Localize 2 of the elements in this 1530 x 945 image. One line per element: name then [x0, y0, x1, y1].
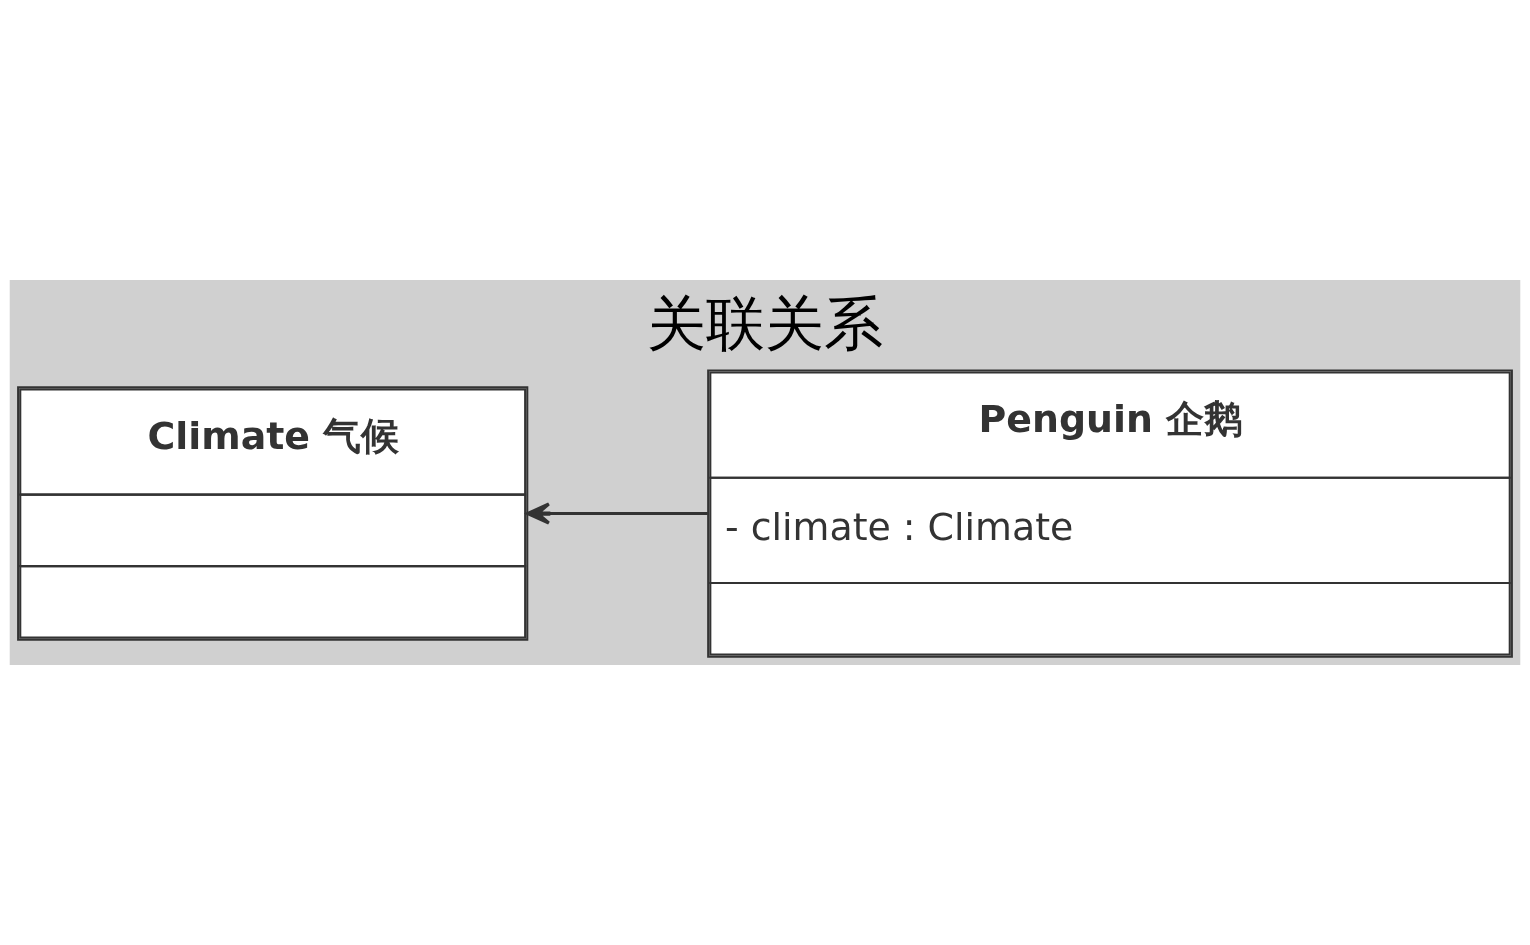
- diagram-title: 关联关系: [647, 288, 883, 358]
- arrow: [526, 502, 708, 525]
